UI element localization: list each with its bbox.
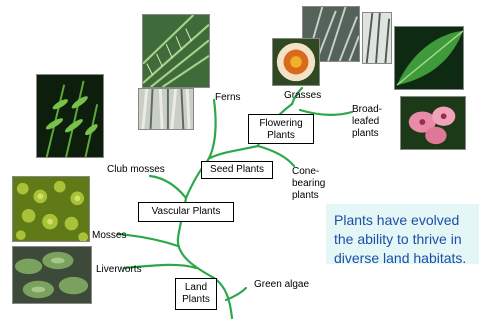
club-moss-photo	[36, 74, 104, 158]
branch-club-mosses	[150, 176, 186, 198]
broadleafed-line-3: plants	[352, 128, 382, 140]
pink-flower-photo	[400, 96, 466, 150]
broadleafed-plants-label: Broad- leafed plants	[352, 104, 382, 140]
cone-bearing-plants-label: Cone- bearing plants	[292, 166, 325, 202]
fern-stem-photo	[138, 88, 194, 130]
green-algae-label: Green algae	[254, 279, 309, 291]
flowering-line-2: Plants	[249, 130, 313, 142]
grass-blades-photo	[362, 12, 392, 64]
club-mosses-label: Club mosses	[107, 164, 165, 176]
liverworts-label: Liverworts	[96, 264, 142, 276]
daffodil-photo	[272, 38, 320, 86]
flowering-plants-node: Flowering Plants	[248, 114, 314, 144]
cone-line-2: bearing	[292, 178, 325, 190]
flowering-line-1: Flowering	[249, 118, 313, 130]
broadleafed-line-2: leafed	[352, 116, 382, 128]
vascular-plants-node: Vascular Plants	[138, 202, 234, 222]
land-plants-node: Land Plants	[175, 278, 217, 310]
branch-green-algae	[226, 288, 246, 300]
branch-mosses	[118, 234, 178, 246]
evolution-callout: Plants have evolved the ability to thriv…	[326, 204, 479, 264]
cone-line-1: Cone-	[292, 166, 325, 178]
callout-line-3: diverse land habitats.	[334, 249, 479, 264]
fern-photo	[142, 14, 210, 88]
moss-photo	[12, 176, 90, 242]
callout-line-2: the ability to thrive in	[334, 230, 479, 249]
broadleafed-line-1: Broad-	[352, 104, 382, 116]
ferns-label: Ferns	[215, 92, 241, 104]
land-line-1: Land	[176, 282, 216, 294]
grasses-label: Grasses	[284, 90, 321, 102]
broadleaf-photo	[394, 26, 464, 90]
branch-seed	[210, 146, 258, 158]
callout-line-1: Plants have evolved	[334, 211, 479, 230]
land-line-2: Plants	[176, 294, 216, 306]
liverwort-photo	[12, 246, 92, 304]
seed-plants-node: Seed Plants	[201, 161, 273, 179]
cone-line-3: plants	[292, 190, 325, 202]
mosses-label: Mosses	[92, 230, 126, 242]
